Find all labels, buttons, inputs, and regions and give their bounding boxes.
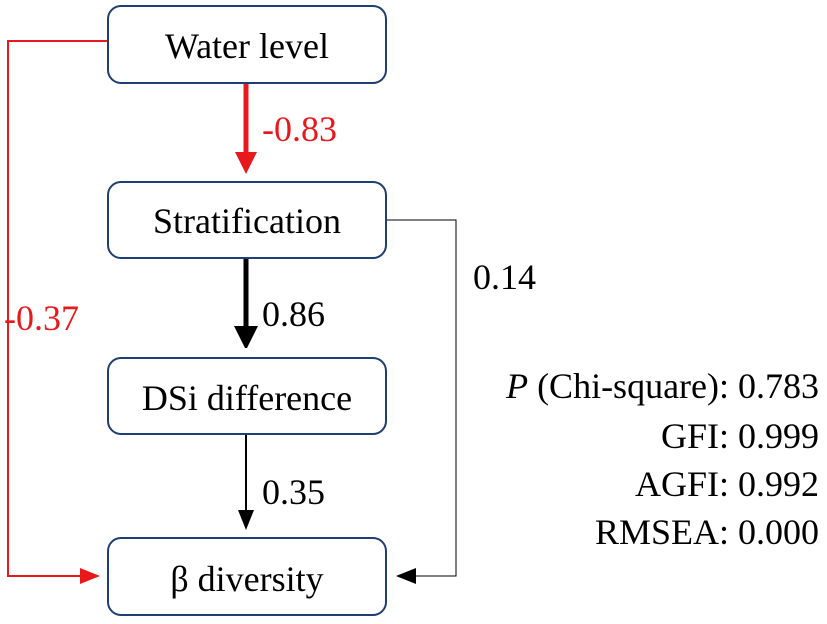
node-stratification: Stratification [107,181,387,259]
coef-dsi-to-beta: 0.35 [262,472,325,512]
stat-p-label: (Chi-square): 0.783 [528,366,819,406]
coef-water-to-beta: -0.37 [4,298,79,338]
edges [7,40,457,584]
stat-rmsea: RMSEA: 0.000 [595,512,819,552]
edge-water-to-beta [7,40,108,584]
node-water-level-label: Water level [165,26,329,66]
node-beta-diversity: β diversity [107,537,387,616]
stat-p-symbol: P [505,366,528,406]
node-water-level: Water level [107,5,387,84]
coef-water-to-stratification: -0.83 [262,109,337,149]
node-beta-diversity-label: β diversity [170,559,323,599]
node-stratification-label: Stratification [153,201,341,241]
model-fit-stats: P (Chi-square): 0.783 GFI: 0.999 AGFI: 0… [505,366,819,552]
node-dsi-difference: DSi difference [107,357,387,435]
stat-agfi: AGFI: 0.992 [635,464,819,504]
coef-stratification-to-beta: 0.14 [473,257,536,297]
stat-gfi: GFI: 0.999 [661,416,819,456]
node-dsi-difference-label: DSi difference [142,378,352,418]
coef-stratification-to-dsi: 0.86 [262,294,325,334]
stat-p-chi-square: P (Chi-square): 0.783 [505,366,819,406]
edge-stratification-to-beta [386,219,457,584]
